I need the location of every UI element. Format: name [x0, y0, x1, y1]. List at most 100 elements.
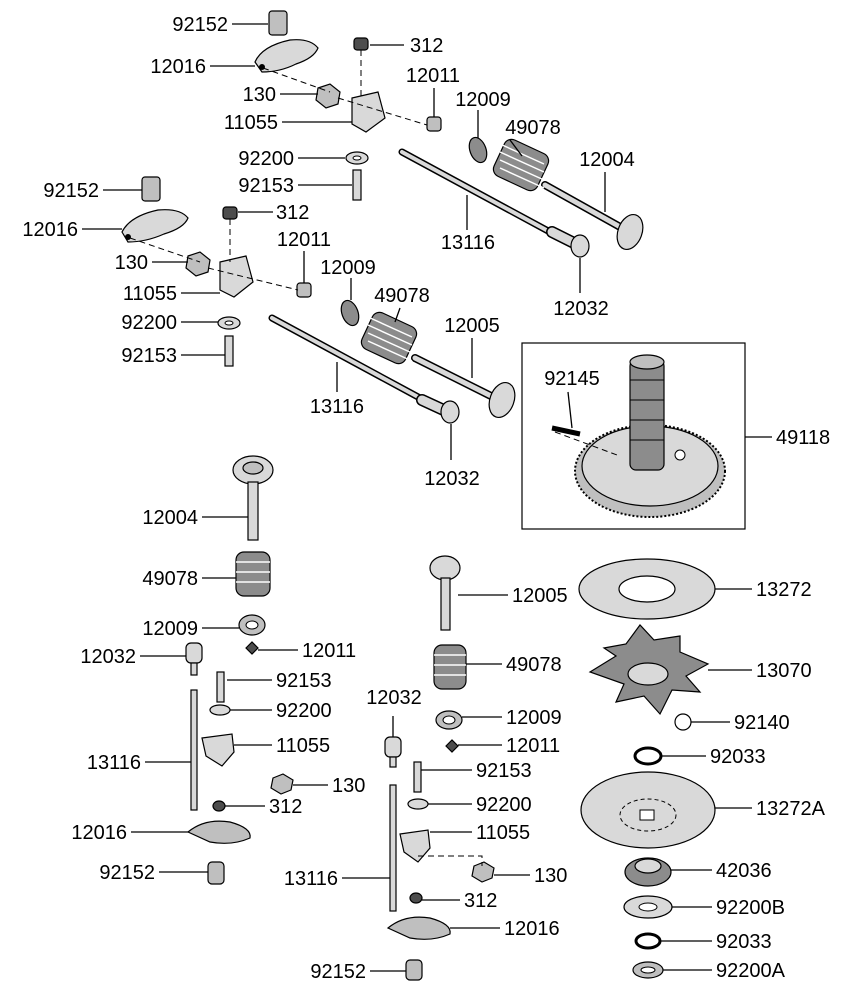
part-label: 12016 [150, 56, 206, 78]
retainer-hole [442, 715, 456, 725]
part-label: 92152 [172, 14, 228, 36]
valve-spring [492, 138, 550, 192]
part-label: 12009 [142, 618, 198, 640]
part-label: 92153 [238, 175, 294, 197]
upper-valve-train-2 [121, 176, 516, 424]
part-label: 312 [410, 35, 443, 57]
push-rod [398, 148, 554, 236]
part-label: 49078 [505, 117, 561, 139]
stud-bolt [413, 761, 422, 793]
valve-spring [235, 551, 271, 597]
rocker-arm [254, 39, 319, 73]
alignment-line [262, 67, 428, 126]
rocker-pivot-pin [405, 959, 423, 981]
part-label: 12016 [71, 822, 127, 844]
part-label: 12011 [406, 65, 460, 87]
governor-cup-ring [619, 798, 677, 832]
sleeve-top [634, 858, 662, 874]
tappet [185, 642, 203, 664]
tappet [384, 736, 402, 758]
washer-hole [224, 320, 234, 326]
part-label: 11055 [224, 112, 278, 134]
part-label: 13070 [756, 660, 812, 682]
valve-collet [245, 641, 259, 655]
tappet [546, 226, 590, 258]
washer-hole [352, 155, 362, 161]
part-label: 92152 [43, 180, 99, 202]
part-label: 92200 [121, 312, 177, 334]
camshaft-lobes [629, 359, 665, 471]
rocker-pivot [259, 64, 265, 70]
stud-bolt [216, 671, 225, 703]
rocker-guide [399, 829, 431, 863]
part-label: 92140 [734, 712, 790, 734]
rocker-arm [186, 820, 251, 844]
retainer-hole [245, 620, 259, 630]
part-label: 12009 [506, 707, 562, 729]
part-label: 12011 [506, 735, 560, 757]
valve [411, 354, 516, 419]
part-label: 12011 [302, 640, 356, 662]
valve-spring [360, 311, 418, 365]
rocker-arm [386, 916, 451, 940]
rocker-pivot-pin [268, 10, 288, 36]
valve-stem [440, 577, 451, 631]
part-label: 12009 [455, 89, 511, 111]
camshaft-box [521, 342, 746, 530]
valve-head-center [242, 461, 264, 475]
part-label: 12005 [444, 315, 500, 337]
part-label: 49078 [506, 654, 562, 676]
leader-lines [82, 23, 772, 972]
part-label: 312 [464, 890, 497, 912]
alignment-line [554, 431, 618, 456]
lock-nut [270, 773, 294, 795]
adjust-nut [222, 206, 238, 220]
part-label: 92153 [476, 760, 532, 782]
part-label: 92152 [310, 961, 366, 981]
part-label: 13272 [756, 579, 812, 601]
part-label: 13116 [87, 752, 141, 774]
washer [209, 704, 231, 716]
part-label: 13116 [310, 396, 364, 418]
ball [674, 713, 692, 731]
part-label: 92153 [121, 345, 177, 367]
part-label: 92145 [544, 368, 600, 390]
part-label: 12004 [579, 149, 635, 171]
rocker-guide [201, 733, 235, 767]
washer-a-hole [640, 966, 656, 974]
part-label: 12016 [504, 918, 560, 940]
tappet [416, 394, 460, 424]
part-label: 49118 [776, 427, 830, 449]
tappet-stem [389, 756, 397, 768]
part-label: 12009 [320, 257, 376, 279]
part-label: 49078 [142, 568, 198, 590]
lock-nut [315, 83, 341, 109]
alignment-line [129, 237, 299, 291]
camshaft-assembly [521, 342, 746, 530]
rocker-guide [219, 255, 254, 298]
valve-spring [433, 644, 467, 690]
governor-hub [627, 662, 669, 686]
snap-ring [634, 932, 662, 950]
snap-ring [633, 746, 663, 766]
part-label: 42036 [716, 860, 772, 882]
push-rod [268, 314, 424, 402]
part-label: 12016 [22, 219, 78, 241]
lock-nut [471, 861, 495, 883]
adjust-nut [353, 37, 369, 51]
adjust-nut [212, 800, 226, 812]
part-label: 130 [534, 865, 567, 887]
washer [407, 798, 429, 810]
stud-bolt [224, 335, 234, 367]
part-label: 11055 [476, 822, 530, 844]
tappet-stem [190, 662, 198, 676]
governor-plate-hole [618, 575, 676, 603]
part-label: 49078 [374, 285, 430, 307]
spring-retainer [340, 299, 360, 327]
part-label: 92200 [476, 794, 532, 816]
camshaft-end [629, 354, 665, 370]
part-label: 92152 [99, 862, 155, 884]
part-label: 312 [276, 202, 309, 224]
part-label: 12032 [553, 298, 609, 320]
